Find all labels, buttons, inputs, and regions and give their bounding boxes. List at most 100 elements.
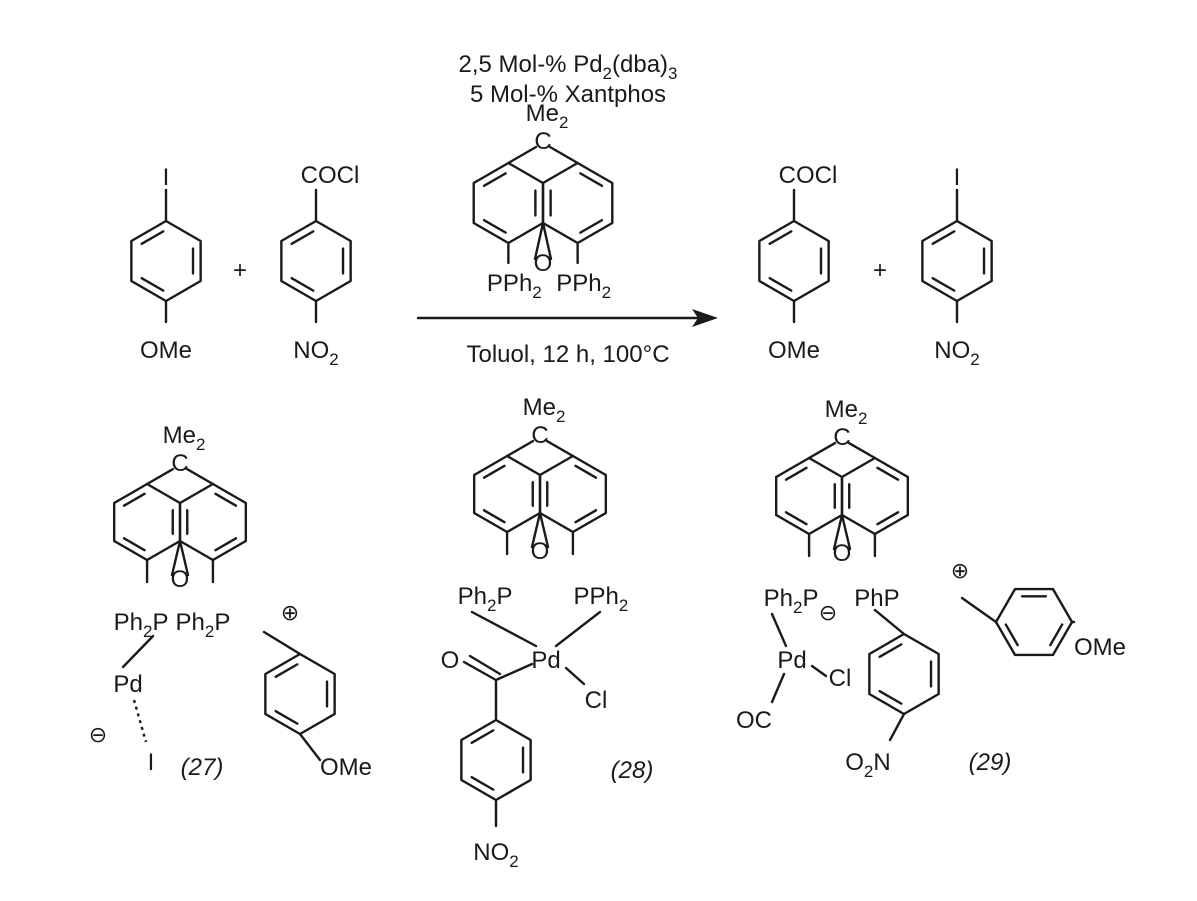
pd-i-interaction — [132, 699, 148, 743]
ether-bond — [538, 511, 550, 549]
pph2-label: PPh2 — [487, 270, 542, 302]
catalyst-text-part: 2 — [603, 64, 612, 83]
pph2-label: PPh2 — [573, 583, 628, 615]
p-pd-bond — [770, 612, 788, 648]
dimethyl-label-part: Me — [163, 422, 196, 449]
aromatic-double-bond — [290, 230, 315, 246]
bridge-carbon-label: C — [531, 422, 548, 449]
reaction-equation: 2,5 Mol-% Pd2(dba)35 Mol-% XantphosIOMe+… — [130, 51, 993, 369]
pph2-label-part: PPh — [573, 583, 618, 610]
pph2-label-part: 2 — [602, 283, 611, 302]
c-n-bond — [888, 712, 906, 742]
ph2p-label-part: 2 — [205, 622, 214, 641]
p-pd-bond — [121, 634, 155, 669]
aromatic-double-bond — [1049, 623, 1064, 647]
nitro-label-part: NO — [293, 337, 329, 364]
plus-sign: + — [873, 257, 887, 284]
negative-charge: ⊖ — [89, 722, 107, 747]
compound-label-28: (28) — [611, 757, 654, 784]
ether-bond — [840, 513, 852, 551]
c-o-double-bond — [468, 654, 502, 676]
acyl-chloride-label: COCl — [779, 162, 838, 189]
aromatic-double-bond — [784, 511, 808, 526]
aromatic-double-bond — [122, 537, 146, 552]
aromatic-double-bond — [482, 509, 506, 524]
dimethyl-label-part: Me — [825, 396, 858, 423]
xanthene-right-ring — [541, 161, 614, 245]
pph2-label-part: PPh — [487, 270, 532, 297]
p-c-bond — [262, 630, 302, 656]
nitro-label-part: NO — [473, 839, 509, 866]
aromatic-double-bond — [214, 492, 238, 507]
bridge-oxygen-label: O — [171, 566, 190, 593]
ph2p-label-part: P — [152, 609, 168, 636]
acyl-chloride-label: COCl — [301, 162, 360, 189]
chloride-label: Cl — [829, 665, 852, 692]
aromatic-double-bond — [290, 276, 315, 292]
catalyst-text-part: 3 — [668, 64, 677, 83]
ph2p-label-part: P — [802, 585, 818, 612]
nitro-label-part: 2 — [329, 350, 338, 369]
iodoanisole-ring — [130, 219, 202, 303]
xanthene-right-ring — [840, 456, 910, 536]
aromatic-double-bond — [878, 643, 903, 659]
nitro-label-part: NO — [934, 337, 970, 364]
reaction-arrow-head — [692, 309, 718, 327]
c-o-bond — [298, 732, 322, 762]
ph2p-label-part: 2 — [793, 598, 802, 617]
pph2-label: PPh2 — [556, 270, 611, 302]
bridge-bond — [185, 467, 215, 486]
nitrophenyl-ring — [868, 632, 940, 716]
php-label: PhP — [854, 585, 899, 612]
ph2p-label: Ph2P — [114, 609, 169, 641]
bridge-bond — [507, 145, 538, 165]
bridge-bond — [505, 439, 535, 458]
ph2p-label-part: Ph — [175, 609, 204, 636]
nitro-label-part: 2 — [970, 350, 979, 369]
aromatic-double-bond — [878, 689, 903, 705]
dimethyl-label-part: 2 — [559, 113, 568, 132]
xanthene-right-ring — [178, 482, 248, 562]
methoxy-label: OMe — [140, 337, 192, 364]
anisoyl-ring — [758, 219, 830, 303]
dimethyl-label: Me2 — [163, 422, 206, 454]
ph2p-label: Ph2P — [458, 583, 513, 615]
ether-bond — [178, 539, 190, 577]
aromatic-double-bond — [140, 230, 165, 246]
nitro-label: O2N — [845, 749, 890, 781]
aromatic-double-bond — [482, 218, 507, 234]
positive-charge: ⊕ — [281, 600, 299, 625]
aromatic-double-bond — [931, 230, 956, 246]
xanthene-left-ring — [112, 482, 182, 562]
aromatic-double-bond — [784, 466, 808, 481]
catalyst-text: 2,5 Mol-% Pd2(dba)3 — [458, 51, 677, 83]
xanthene-right-ring — [538, 454, 608, 534]
bridge-bond — [548, 145, 579, 165]
aromatic-double-bond — [482, 172, 507, 188]
dimethyl-label-part: 2 — [196, 435, 205, 454]
p-pd-bond — [554, 610, 602, 648]
palladium-label: Pd — [531, 647, 560, 674]
negative-charge: ⊖ — [819, 600, 837, 625]
dimethyl-label-part: Me — [526, 100, 559, 127]
ether-bond — [832, 513, 844, 551]
aromatic-double-bond — [574, 509, 598, 524]
ether-bond — [541, 221, 553, 261]
bridge-oxygen-label: O — [534, 250, 553, 277]
aromatic-double-bond — [1004, 623, 1019, 647]
aromatic-double-bond — [579, 172, 604, 188]
dimethyl-label: Me2 — [523, 394, 566, 426]
compound-label-27: (27) — [181, 754, 224, 781]
nitro-label: NO2 — [293, 337, 338, 369]
aromatic-double-bond — [140, 276, 165, 292]
pd-co-bond — [770, 672, 786, 704]
bridge-oxygen-label: O — [833, 540, 852, 567]
bridge-carbon-label: C — [171, 450, 188, 477]
conditions-text: Toluol, 12 h, 100°C — [466, 341, 669, 368]
catalyst-text-part: 2,5 Mol-% Pd — [458, 51, 602, 78]
aromatic-double-bond — [122, 492, 146, 507]
pd-c-bond — [494, 662, 534, 682]
pph2-label-part: 2 — [619, 596, 628, 615]
